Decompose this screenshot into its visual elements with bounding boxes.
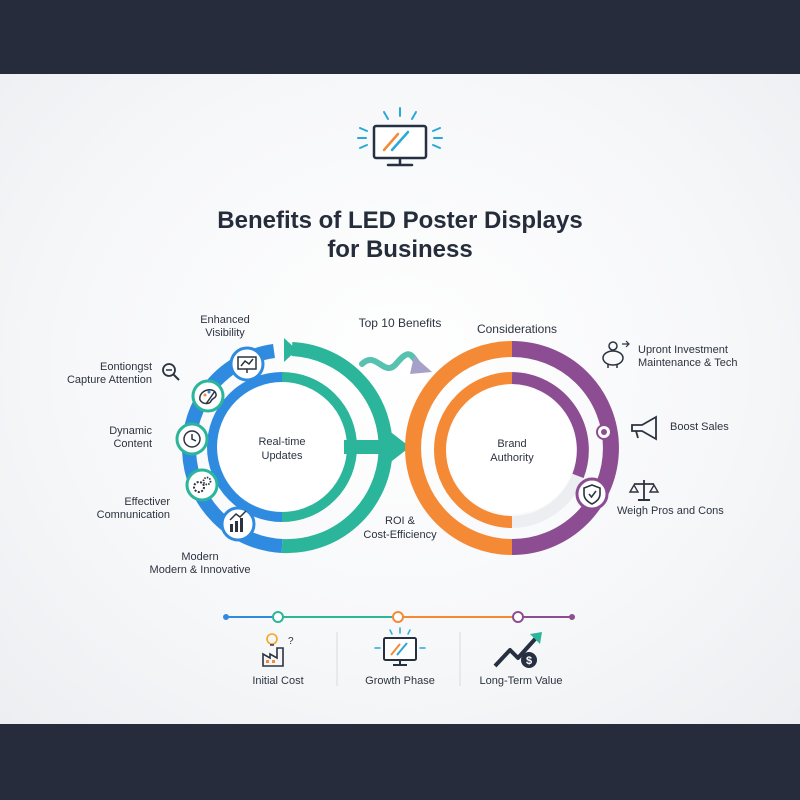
palette-icon	[199, 389, 217, 405]
page-title-line2: for Business	[327, 236, 473, 263]
node-communication	[185, 468, 219, 502]
label-roi: ROI &	[385, 515, 415, 527]
label-dynamic: Dynamic	[109, 425, 152, 437]
right-inner-ring-orange	[434, 372, 513, 528]
label-initial-cost: Initial Cost	[252, 675, 304, 687]
label-comnunication: Comnunication	[96, 509, 170, 521]
label-modern: Modern	[181, 551, 219, 563]
right-inner-ring-gray	[511, 473, 584, 528]
label-considerations: Considerations	[476, 322, 558, 336]
label-eontiongst: Eontiongst	[100, 361, 152, 373]
node-dynamic-content	[175, 422, 209, 456]
label-long-term-value: Long-Term Value	[479, 675, 563, 687]
right-inner-ring-purple	[511, 372, 589, 479]
led-monitor-icon	[357, 107, 443, 167]
label-top-10-benefits: Top 10 Benefits	[358, 316, 442, 330]
label-maintenance-tech: Maintenance & Tech	[638, 357, 738, 369]
node-shield	[575, 477, 609, 511]
label-capture-attention: Capture Attention	[66, 374, 152, 386]
label-effectiver: Effectiver	[124, 496, 170, 508]
squiggle-arrow	[359, 351, 421, 371]
connector-arrow	[344, 430, 410, 464]
right-center-disc	[448, 386, 576, 514]
svg-text:?: ?	[288, 636, 294, 647]
label-growth-phase: Growth Phase	[365, 675, 435, 687]
label-enhanced: Enhanced	[200, 314, 250, 326]
gears-icon	[193, 476, 212, 493]
magnifier-icon	[162, 363, 180, 381]
label-cost-efficiency: Cost-Efficiency	[363, 529, 437, 541]
timeline	[223, 611, 575, 686]
label-boost-sales: Boost Sales	[670, 421, 729, 433]
node-piggy-bank	[602, 340, 630, 368]
left-center-label-1: Real-time	[258, 436, 305, 448]
shield-icon	[583, 484, 601, 505]
growth-monitor-icon	[374, 627, 426, 666]
right-center-label-1: Brand	[497, 438, 526, 450]
label-content: Content	[113, 438, 152, 450]
left-center-disc	[218, 383, 346, 511]
top-band	[0, 0, 800, 74]
page-title: Benefits of LED Poster Displays	[217, 207, 583, 234]
scales-icon	[628, 480, 660, 501]
node-dot-boost	[596, 424, 612, 440]
label-upront-investment: Upront Investment	[638, 344, 728, 356]
node-modern	[220, 506, 256, 542]
node-palette	[191, 379, 225, 413]
right-center-label-2: Authority	[490, 452, 534, 464]
label-visibility: Visibility	[205, 327, 245, 339]
left-center-label-2: Updates	[262, 450, 303, 462]
right-outer-ring-purple	[511, 341, 619, 555]
label-weigh-pros-cons: Weigh Pros and Cons	[617, 505, 724, 517]
dollar-growth-icon: $	[493, 632, 542, 668]
node-enhanced-visibility	[229, 346, 265, 382]
presentation-icon	[237, 356, 257, 373]
squiggle-arrowhead	[410, 356, 432, 374]
factory-idea-icon: ?	[262, 633, 294, 667]
piggy-bank-icon	[602, 340, 630, 368]
growth-chart-icon	[229, 510, 247, 532]
megaphone-icon	[631, 415, 657, 441]
left-ring-arrowhead	[284, 338, 297, 362]
svg-text:$: $	[526, 655, 532, 667]
right-outer-ring-orange	[405, 341, 513, 555]
bottom-band	[0, 724, 800, 800]
label-modern-innovative: Modern & Innovative	[149, 564, 251, 576]
left-inner-ring-blue	[207, 372, 283, 522]
clock-icon	[183, 430, 201, 448]
